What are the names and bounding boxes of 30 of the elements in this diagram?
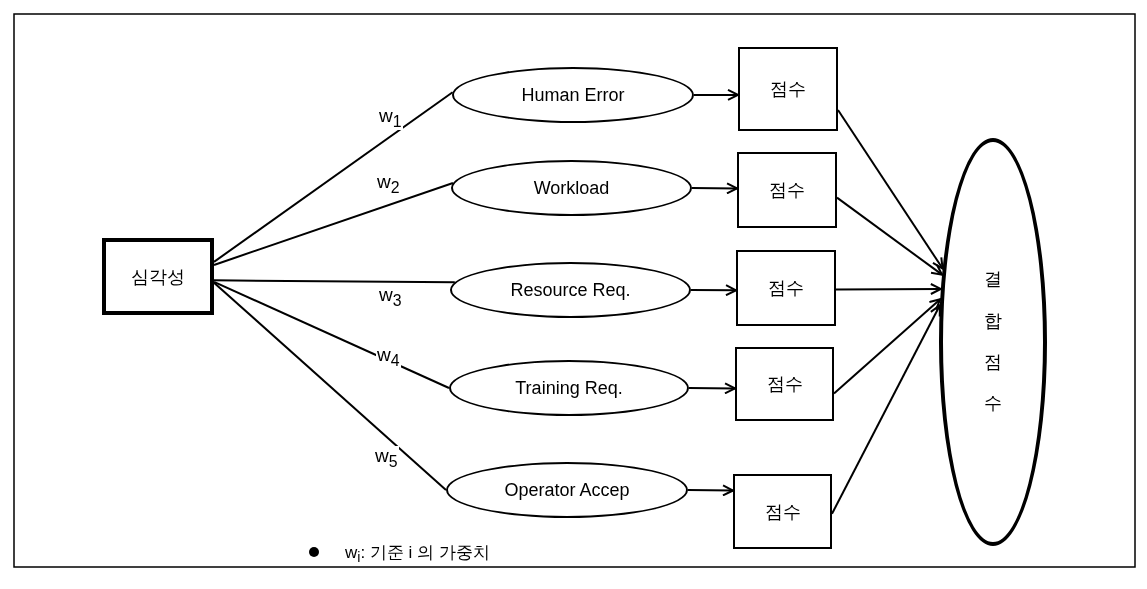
node-label: 결합점수 xyxy=(984,268,1002,416)
node-label: 점수 xyxy=(766,373,803,396)
node-label: 점수 xyxy=(769,179,805,202)
process-box xyxy=(737,152,837,228)
connector-line xyxy=(213,279,456,284)
process-box xyxy=(736,250,836,326)
node-label: Workload xyxy=(533,177,610,199)
node-label: 점수 xyxy=(768,277,804,300)
note-text: w$_{i}$: 기준 i 의 가중치 xyxy=(345,542,490,566)
connector-line xyxy=(213,281,447,491)
node-label: Training Req. xyxy=(515,377,623,399)
node-label: 점수 xyxy=(770,78,806,101)
node-label: Resource Req. xyxy=(510,279,631,301)
edge-label: w$_{5}$ xyxy=(374,446,399,470)
node-label: Operator Accep xyxy=(504,479,630,501)
process-box xyxy=(102,238,214,315)
arrow xyxy=(687,484,734,497)
node-label: Human Error xyxy=(521,84,625,106)
node-label: 심각성 xyxy=(131,265,185,289)
arrow xyxy=(831,304,941,515)
connector-line xyxy=(213,91,454,263)
process-box xyxy=(733,474,832,549)
process-box xyxy=(738,47,838,131)
node-label: 점수 xyxy=(764,500,801,524)
arrow xyxy=(693,88,739,101)
arrow xyxy=(690,284,737,297)
connector-line xyxy=(213,280,450,389)
arrow xyxy=(688,382,736,395)
arrow xyxy=(691,182,738,195)
process-box xyxy=(735,347,834,421)
